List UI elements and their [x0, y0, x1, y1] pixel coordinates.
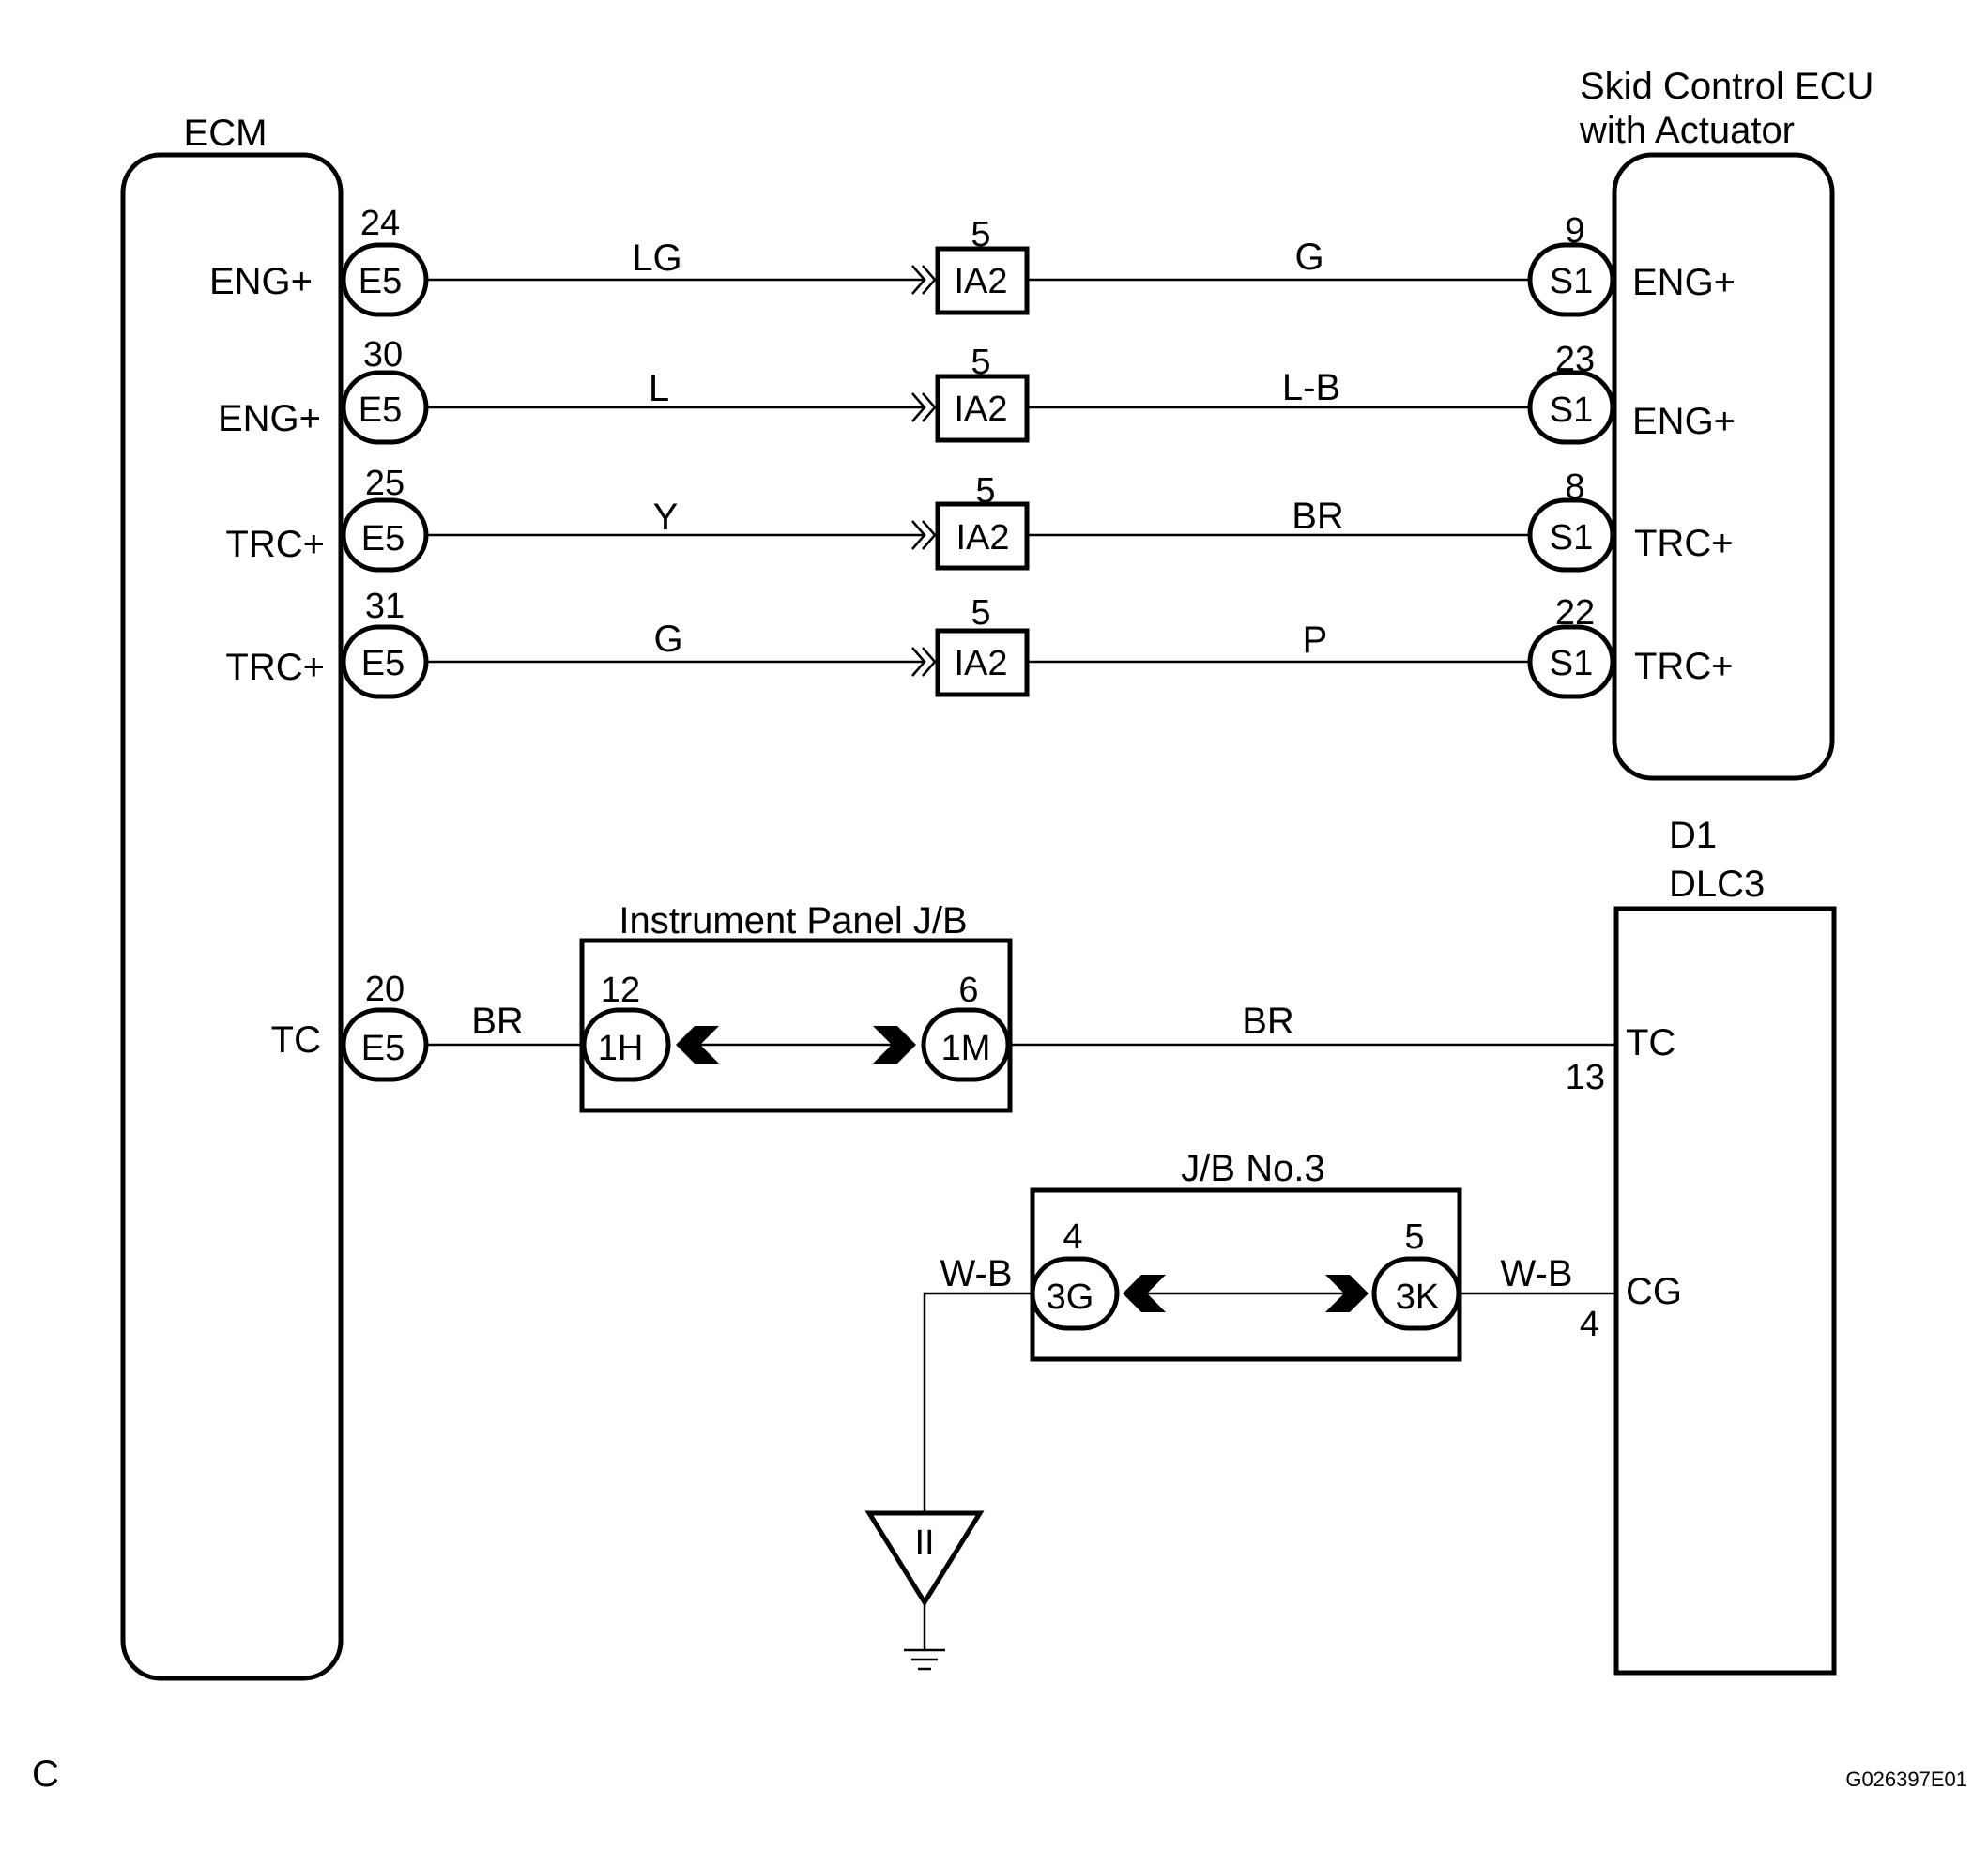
wire-color-left: LG [632, 237, 681, 279]
ground-point: II [864, 1510, 985, 1671]
ecu-connector [1527, 370, 1615, 445]
jb-connector-left [581, 1007, 671, 1082]
ecu-connector-code: S1 [1550, 518, 1593, 558]
ecu-connector-code: S1 [1550, 644, 1593, 683]
ecm-unit: ECM [120, 113, 344, 1681]
wire-color-right: L-B [1282, 367, 1340, 408]
ecm-connector-code: E5 [359, 390, 402, 430]
ecu-connector [1527, 624, 1615, 699]
dlc3-title-line2: DLC3 [1669, 864, 1765, 905]
jb-connector-code-left: 1H [598, 1029, 644, 1068]
jb-pin-number-left: 4 [1063, 1217, 1082, 1257]
ecu-pin-label: TRC+ [1634, 646, 1734, 687]
connector-arrow-left-icon [1123, 1275, 1166, 1312]
dlc3-unit: D1 DLC3 [1613, 815, 1837, 1676]
ecm-pin-label: ENG+ [218, 398, 321, 439]
ecu-pin-label: ENG+ [1632, 262, 1736, 303]
ecm-pin-number: 31 [365, 587, 405, 626]
wire-color: W-B [940, 1253, 1012, 1294]
ecu-pin-label: ENG+ [1632, 401, 1736, 442]
jb-connector-code-right: 1M [941, 1029, 991, 1068]
ecu-connector [1527, 497, 1615, 573]
wire-color: BR [1242, 1001, 1294, 1042]
jb3-title: J/B No.3 [1181, 1148, 1324, 1189]
wire-color-left: Y [653, 497, 679, 538]
dlc3-cg-label: CG [1626, 1271, 1682, 1312]
inline-pin-number: 5 [975, 471, 995, 511]
wire-color-right: G [1294, 237, 1323, 278]
ecm-pin-label: ENG+ [209, 261, 313, 302]
wire-color: W-B [1500, 1253, 1572, 1294]
ecm-connector-code: E5 [361, 1029, 405, 1068]
dlc3-cg-pin-number: 4 [1580, 1305, 1599, 1344]
ecm-pin-number: 20 [365, 970, 405, 1009]
jb-pin-number-right: 5 [1404, 1217, 1424, 1257]
connector-arrow-right-icon [873, 1026, 916, 1064]
instrument-panel-jb: Instrument Panel J/B 12 1H 6 1M [579, 900, 1013, 1113]
ecu-pin-label: TRC+ [1634, 523, 1734, 564]
dlc3-tc-pin-number: 13 [1566, 1058, 1605, 1097]
inline-connector-code: IA2 [954, 262, 1007, 301]
connector-arrow-right-icon [1325, 1275, 1369, 1312]
jb-no3: J/B No.3 4 3G 5 3K [1030, 1148, 1462, 1362]
ecm-connector-code: E5 [361, 519, 405, 559]
ecm-pin-label: TRC+ [225, 647, 325, 688]
jb-connector-right [1371, 1256, 1461, 1331]
ecu-connector-code: S1 [1550, 390, 1593, 430]
wire-color-left: G [653, 619, 682, 660]
inline-connector-code: IA2 [956, 518, 1009, 558]
ecm-pin-label: TC [271, 1019, 321, 1061]
ecm-title: ECM [184, 113, 268, 154]
signal-row-3: TRC+ 25 E5 Y 5 IA2 BR 8 S1 TRC+ [225, 464, 1734, 573]
skid-control-ecu: Skid Control ECU with Actuator [1579, 66, 1873, 781]
wire-color: BR [471, 1001, 524, 1042]
jb-pin-number-left: 12 [601, 971, 640, 1010]
tc-circuit: TC 20 E5 BR Instrument Panel J/B 12 1H 6… [271, 900, 1675, 1113]
inline-connector-code: IA2 [954, 390, 1007, 429]
inline-connector-code: IA2 [954, 644, 1007, 683]
cg-circuit: J/B No.3 4 3G 5 3K W-B CG 4 W-B II [864, 1148, 1682, 1671]
signal-row-4: TRC+ 31 E5 G 5 IA2 P 22 S1 TRC+ [225, 587, 1734, 699]
wire-color-left: L [649, 368, 669, 409]
wire-color-right: P [1303, 620, 1328, 661]
ecu-connector [1527, 242, 1615, 317]
dlc3-title-line1: D1 [1669, 815, 1717, 856]
dlc3-tc-label: TC [1626, 1022, 1675, 1064]
connector-chevron-icon [911, 520, 937, 550]
skid-ecu-title-line2: with Actuator [1579, 110, 1795, 151]
ecm-connector-code: E5 [359, 262, 402, 301]
inline-pin-number: 5 [971, 593, 990, 633]
ecm-connector-code: E5 [361, 644, 405, 683]
signal-row-1: ENG+ 24 E5 LG 5 IA2 G 9 S1 ENG+ [209, 204, 1736, 317]
ecu-pin-number: 8 [1565, 467, 1584, 507]
ecm-pin-number: 25 [365, 464, 405, 503]
jb-connector-code-right: 3K [1396, 1278, 1439, 1317]
ecm-pin-number: 30 [363, 335, 403, 375]
inline-pin-number: 5 [971, 215, 990, 254]
ecm-pin-number: 24 [360, 204, 400, 243]
signal-row-2: ENG+ 30 E5 L 5 IA2 L-B 23 S1 ENG+ [218, 335, 1736, 445]
connector-chevron-icon [911, 647, 937, 677]
corner-letter: C [32, 1753, 59, 1795]
skid-ecu-title-line1: Skid Control ECU [1580, 66, 1873, 107]
instrument-jb-title: Instrument Panel J/B [619, 900, 967, 941]
connector-arrow-left-icon [676, 1026, 719, 1064]
ecu-pin-number: 9 [1565, 211, 1584, 251]
wire-color-right: BR [1292, 496, 1344, 537]
ground-mark: II [914, 1523, 934, 1563]
connector-chevron-icon [911, 392, 937, 422]
ground-triangle-icon [864, 1510, 985, 1607]
figure-code: G026397E01 [1845, 1768, 1967, 1791]
jb-pin-number-right: 6 [958, 971, 978, 1010]
ecm-pin-label: TRC+ [225, 524, 325, 565]
ecu-connector-code: S1 [1550, 262, 1593, 301]
jb-connector-code-left: 3G [1047, 1278, 1094, 1317]
inline-pin-number: 5 [971, 343, 990, 382]
connector-chevron-icon [911, 265, 937, 295]
